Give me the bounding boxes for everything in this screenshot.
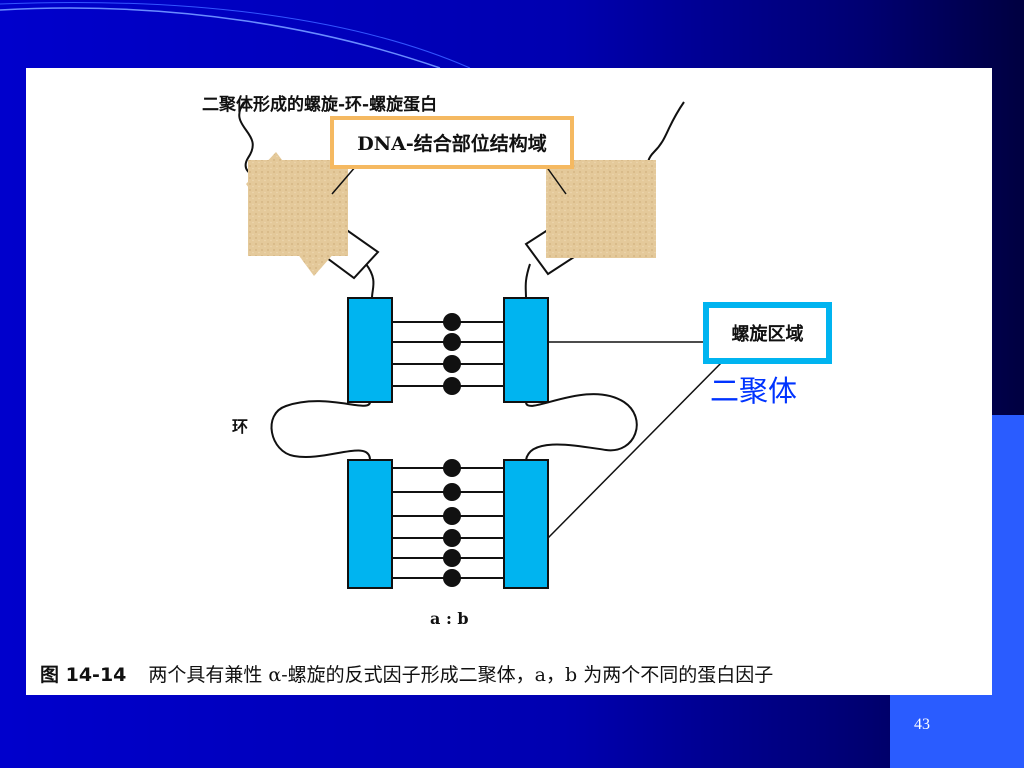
page-number: 43 — [914, 716, 930, 733]
upper-hydrophobic-rungs — [392, 321, 504, 387]
dna-binding-domain-box: DNA-结合部位结构域 — [330, 116, 574, 169]
background-swoosh — [0, 1, 471, 69]
loop-label: 环 — [232, 417, 249, 436]
helix-loop-helix-diagram — [238, 101, 727, 589]
upper-residue-dots — [443, 313, 461, 395]
lower-residue-dots — [443, 459, 461, 587]
hlh-protein-title: 二聚体形成的螺旋-环-螺旋蛋白 — [202, 95, 438, 115]
subunit-label: a : b — [430, 609, 469, 628]
helix-b-lower — [503, 459, 549, 589]
helix-a-lower — [347, 459, 393, 589]
right-loop — [525, 393, 638, 461]
figure-panel: 二聚体形成的螺旋-环-螺旋蛋白 DNA-结合部位结构域 螺旋区域 二聚体 环 a… — [26, 68, 992, 695]
figure-caption: 图 14-14 两个具有兼性 α-螺旋的反式因子形成二聚体，a，b 为两个不同的蛋… — [40, 660, 773, 687]
right-upper-connector — [524, 263, 531, 299]
helix-region-box: 螺旋区域 — [703, 302, 832, 364]
helix-leader-diagonal — [547, 357, 727, 539]
left-upper-connector — [365, 263, 375, 299]
dna-binding-domain-label: DNA-结合部位结构域 — [357, 133, 547, 155]
figure-number: 图 14-14 — [40, 664, 127, 686]
helix-b-upper — [503, 297, 549, 403]
helix-a-upper — [347, 297, 393, 403]
dna-leader-right — [545, 165, 567, 195]
figure-caption-text: 两个具有兼性 α-螺旋的反式因子形成二聚体，a，b 为两个不同的蛋白因子 — [148, 664, 774, 686]
left-loop — [270, 400, 371, 461]
left-dna-binding-domain — [246, 152, 380, 280]
dimer-label: 二聚体 — [710, 374, 798, 408]
dna-leader-left — [331, 165, 357, 195]
helix-region-label: 螺旋区域 — [731, 324, 804, 345]
right-dna-binding-domain — [524, 160, 656, 276]
